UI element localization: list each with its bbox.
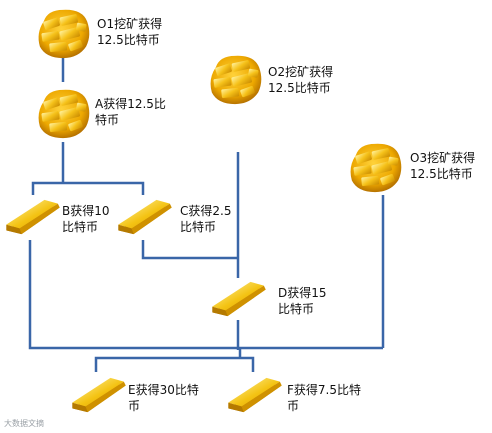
gold-bar-icon <box>210 278 268 320</box>
node-b-label: B获得10比特币 <box>62 204 110 234</box>
node-c-label: C获得2.5比特币 <box>180 204 232 234</box>
node-o3-label: O3挖矿获得12.5比特币 <box>410 151 476 181</box>
node-d-label: D获得15比特币 <box>278 286 327 316</box>
gold-coin-pile-icon <box>34 86 92 140</box>
edge-b-merge <box>28 240 383 350</box>
watermark: 大数据文摘 <box>4 419 44 428</box>
node-f-label: F获得7.5比特币 <box>287 383 361 413</box>
gold-bar-icon <box>70 374 128 416</box>
edge-c-d <box>141 240 238 260</box>
gold-coin-pile-icon <box>34 6 92 60</box>
node-o1-label: O1挖矿获得12.5比特币 <box>97 17 163 47</box>
gold-bar-icon <box>226 374 284 416</box>
node-e-label: E获得30比特币 <box>128 383 199 413</box>
node-a-label: A获得12.5比特币 <box>95 97 166 127</box>
node-o2-label: O2挖矿获得12.5比特币 <box>268 65 334 95</box>
gold-coin-pile-icon <box>206 52 264 106</box>
gold-bar-icon <box>4 196 62 238</box>
edge-split-e-f <box>94 356 255 372</box>
gold-coin-pile-icon <box>346 140 404 194</box>
gold-bar-icon <box>116 196 174 238</box>
edge-split-b-c <box>31 181 145 195</box>
